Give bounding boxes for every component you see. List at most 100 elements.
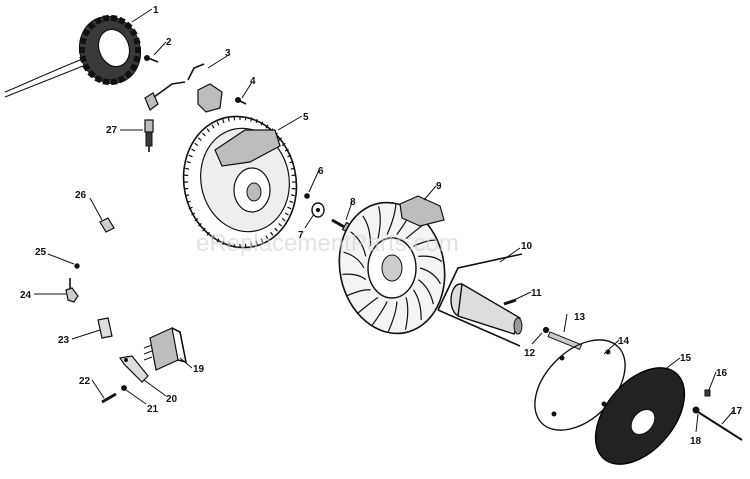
stator-tooth (133, 55, 141, 63)
callout-16: 16 (716, 368, 728, 379)
gear-tooth (191, 212, 196, 216)
fan-blade (346, 289, 371, 297)
stator-tooth (82, 63, 91, 72)
gear-tooth (191, 148, 196, 152)
stator-part (4, 14, 141, 98)
callout-4: 4 (250, 76, 256, 87)
gear-tooth (284, 212, 289, 216)
gear-tooth (289, 161, 294, 164)
callout-17: 17 (731, 406, 743, 417)
gear-tooth (250, 117, 253, 122)
fan-blade (418, 255, 443, 263)
bracket-hardware (101, 385, 127, 404)
callout-21: 21 (147, 404, 159, 415)
gear-tooth (216, 238, 220, 243)
fan-blade (342, 273, 367, 281)
rectifier-part (143, 327, 188, 371)
gear-tooth (260, 238, 264, 243)
flywheel-part (182, 115, 298, 249)
gear-tooth (194, 217, 199, 222)
gear-tooth (270, 231, 274, 236)
gear-tooth (188, 154, 193, 158)
stator-tooth (87, 21, 96, 31)
gear-tooth (274, 227, 278, 232)
callout-10: 10 (521, 241, 533, 252)
gear-tooth (197, 137, 202, 141)
fan-shaft-part (437, 253, 523, 347)
callout-27: 27 (106, 125, 118, 136)
gear-tooth (281, 142, 286, 147)
stator-tooth (102, 14, 110, 22)
screen-hardware (692, 389, 743, 441)
callout-18: 18 (690, 436, 702, 447)
fan-blade (412, 289, 422, 320)
shaft-hardware (503, 298, 583, 351)
stator-tooth (82, 28, 91, 37)
gear-tooth (216, 121, 220, 126)
stator-tooth (124, 69, 133, 79)
stator-tooth (124, 21, 133, 31)
stator-tooth (79, 55, 87, 63)
gear-tooth (290, 167, 295, 170)
fan-blade (377, 206, 381, 239)
fan-blade (386, 204, 397, 235)
fan-blade (404, 297, 409, 330)
small-hardware (304, 193, 355, 235)
gear-tooth (194, 142, 199, 147)
screw-part-2 (144, 55, 159, 63)
fan-blade (370, 301, 388, 327)
gear-tooth (290, 194, 295, 197)
stator-tooth (79, 37, 87, 45)
stator-tooth (79, 47, 85, 53)
gear-tooth (222, 240, 225, 245)
leader-lines (34, 8, 735, 433)
callout-14: 14 (618, 336, 630, 347)
stator-tooth (117, 16, 126, 25)
gear-tooth (197, 223, 202, 227)
callout-12: 12 (524, 348, 536, 359)
gear-tooth (284, 148, 289, 152)
callout-5: 5 (303, 112, 309, 123)
screw-part-4 (235, 97, 247, 105)
gear-tooth (265, 124, 269, 129)
gear-tooth (185, 167, 190, 170)
gear-tooth (186, 161, 191, 164)
gear-tooth (265, 235, 269, 240)
spark-plug-part (144, 119, 154, 152)
callout-26: 26 (75, 190, 87, 201)
gear-tooth (289, 200, 294, 203)
stator-tooth (110, 14, 118, 22)
callout-8: 8 (350, 197, 356, 208)
callout-11: 11 (531, 288, 542, 299)
gear-tooth (287, 154, 292, 158)
bracket-part-20 (118, 355, 149, 383)
gear-tooth (206, 231, 210, 236)
gear-tooth (185, 194, 190, 197)
gear-tooth (211, 235, 215, 240)
callout-6: 6 (318, 166, 324, 177)
fan-blade (417, 279, 434, 305)
stator-tooth (129, 28, 138, 37)
gear-tooth (278, 137, 283, 141)
callout-24: 24 (20, 290, 32, 301)
stator-tooth (129, 63, 138, 72)
gear-tooth (188, 206, 193, 210)
fan-blade (419, 267, 441, 285)
callout-9: 9 (436, 181, 442, 192)
callout-23: 23 (58, 335, 70, 346)
callout-25: 25 (35, 247, 47, 258)
callout-22: 22 (79, 376, 91, 387)
cooling-fan-part (338, 195, 446, 335)
gear-tooth (255, 119, 258, 124)
gear-tooth (211, 124, 215, 129)
callout-3: 3 (225, 48, 231, 59)
callout-13: 13 (574, 312, 586, 323)
small-parts-25-26 (74, 217, 115, 269)
fan-blade (387, 301, 398, 333)
callout-7: 7 (298, 230, 304, 241)
stator-tooth (94, 16, 103, 25)
stator-tooth (135, 47, 141, 53)
stator-tooth (102, 78, 110, 86)
